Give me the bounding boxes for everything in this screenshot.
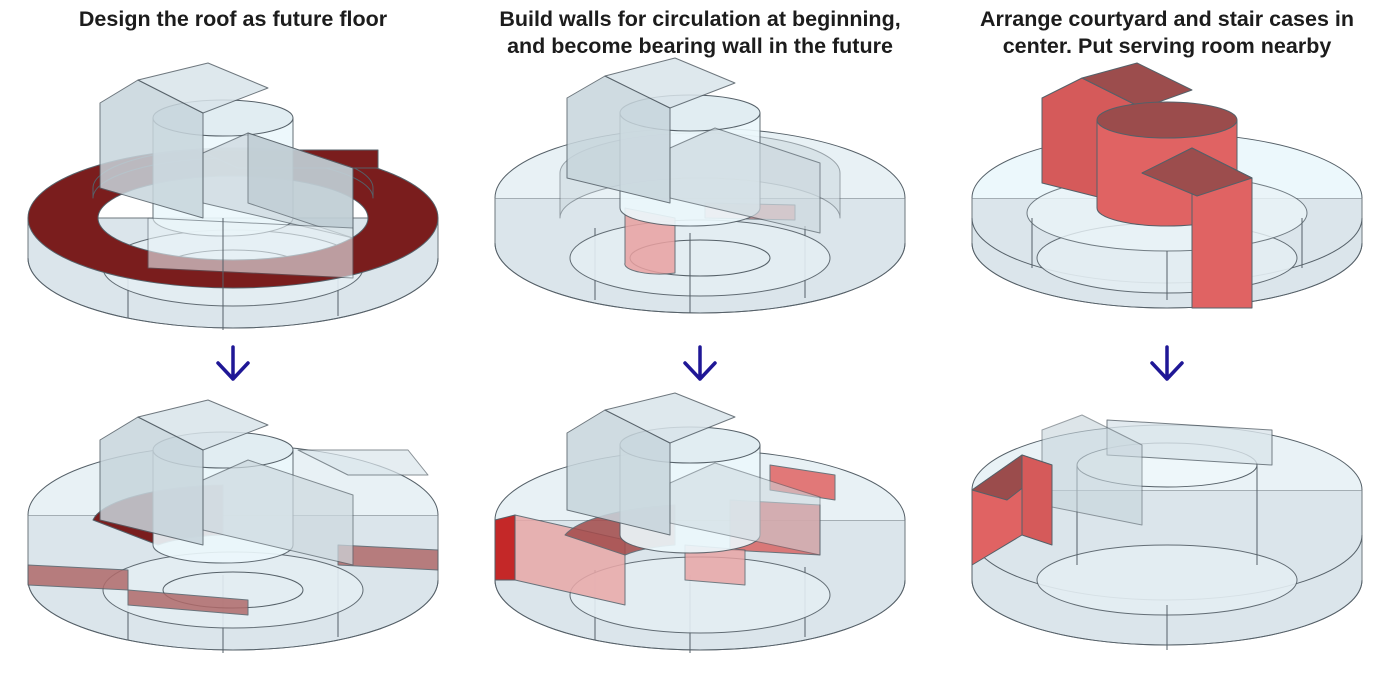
- down-arrow-icon: [213, 343, 253, 385]
- courtyard-stair-diagram: [942, 62, 1392, 318]
- roof-slab-diagram: [8, 62, 458, 330]
- caption-line: and become bearing wall in the future: [507, 34, 893, 58]
- column-courtyard-stairs: Arrange courtyard and stair cases in cen…: [934, 0, 1400, 680]
- caption-line: center. Put serving room nearby: [1002, 34, 1332, 58]
- caption: Design the roof as future floor: [0, 6, 466, 33]
- down-arrow-icon: [1147, 343, 1187, 385]
- circulation-wall-diagram: [475, 57, 925, 318]
- caption-line: Design the roof as future floor: [78, 7, 388, 31]
- future-floor-diagram: [8, 399, 458, 660]
- down-arrow-icon: [680, 343, 720, 385]
- caption-line: Build walls for circulation at beginning…: [499, 7, 901, 31]
- caption: Arrange courtyard and stair cases in cen…: [934, 6, 1400, 60]
- bearing-wall-diagram: [475, 392, 925, 660]
- caption: Build walls for circulation at beginning…: [467, 6, 933, 60]
- column-roof-as-floor: Design the roof as future floor: [0, 0, 466, 680]
- serving-room-diagram: [942, 405, 1392, 660]
- column-circulation-walls: Build walls for circulation at beginning…: [467, 0, 933, 680]
- caption-line: Arrange courtyard and stair cases in: [979, 7, 1354, 31]
